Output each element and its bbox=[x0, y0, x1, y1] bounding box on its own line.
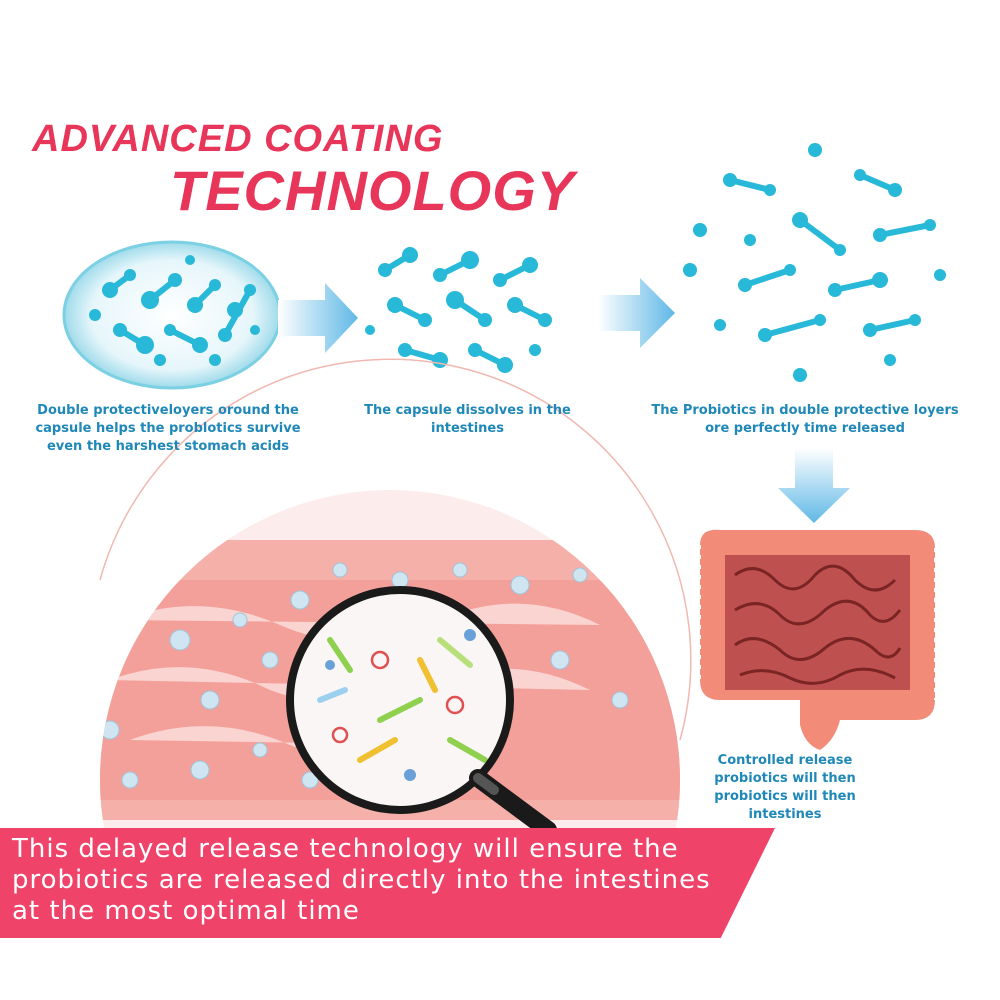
arrow-right-icon bbox=[598, 278, 675, 348]
step-4-caption: Controlled release probiotics will then … bbox=[714, 753, 856, 822]
step-1-caption: Double protectiveloyers oround the capsu… bbox=[35, 403, 301, 454]
banner bbox=[0, 828, 775, 938]
arrow-right-icon bbox=[278, 283, 358, 353]
title-line-1: ADVANCED COATING bbox=[32, 118, 444, 160]
intestine-icon bbox=[699, 529, 936, 750]
arrow-down-icon bbox=[778, 448, 850, 523]
molecule-cluster-icon bbox=[683, 143, 946, 382]
molecule-cluster-icon bbox=[365, 247, 552, 373]
capsule-icon bbox=[62, 240, 282, 390]
magnifying-glass-icon bbox=[286, 586, 557, 839]
banner-text: This delayed release technology will ens… bbox=[12, 834, 711, 926]
title-line-2: TECHNOLOGY bbox=[170, 159, 576, 222]
step-2-caption: The capsule dissolves in the intestines bbox=[364, 403, 571, 436]
step-3-caption: The Probiotics in double protective loye… bbox=[651, 403, 959, 436]
